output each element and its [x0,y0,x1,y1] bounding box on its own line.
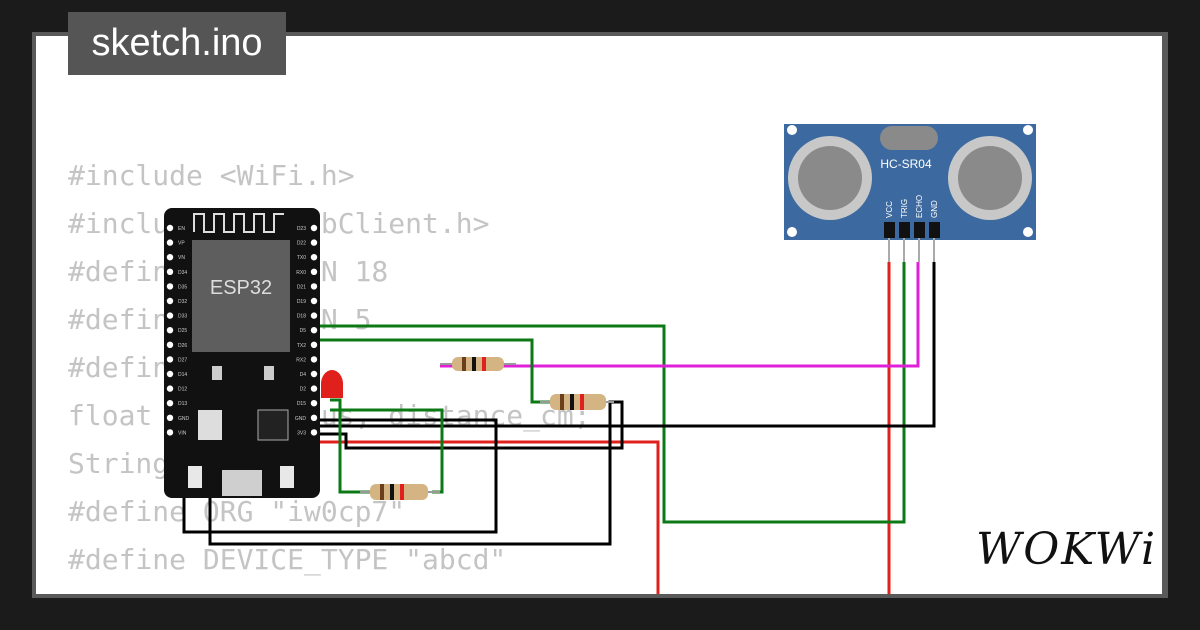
esp32-pin[interactable] [310,268,318,275]
esp32-pin[interactable] [166,312,174,319]
wire-led-green [330,398,370,494]
wokwi-logo: WOKWi [976,524,1158,575]
esp32-pin[interactable] [166,400,174,407]
sensor-pin[interactable] [899,222,910,238]
esp32-pin-label: D5 [300,328,307,334]
sensor-pin-label: GND [930,200,939,218]
esp32-pin-label: RX2 [296,357,306,363]
esp32-pin-label: D25 [178,328,187,334]
wire-black-loop-2 [208,400,624,546]
esp32-board[interactable]: ESP32 ENVPVND34D35D32D33D25D26D27D14D12D… [164,208,320,498]
esp32-pin[interactable] [310,239,318,246]
code-line: #define ORG "iw0cp7" [68,495,406,528]
esp32-pin-label: D18 [297,314,306,320]
circuit-diagram: ESP32 ENVPVND34D35D32D33D25D26D27D14D12D… [164,124,1036,594]
esp32-pin-label: D2 [300,387,307,393]
esp32-pin-label: GND [295,416,307,422]
esp32-pin[interactable] [310,312,318,319]
wire-led-green-2 [330,408,444,494]
esp32-pin[interactable] [310,370,318,378]
esp32-pin-label: D34 [178,270,187,276]
wire-3v3-red [318,440,660,594]
esp32-pin[interactable] [310,283,318,290]
sensor-pin[interactable] [929,222,940,238]
esp32-pin[interactable] [166,356,174,363]
wire-trig-green [318,262,906,524]
esp32-pin[interactable] [166,370,174,378]
wire-echo-magenta [440,262,920,368]
esp32-pin-label: EN [178,226,185,232]
esp32-pin-label: VP [178,241,185,247]
esp32-pin[interactable] [166,341,174,348]
esp32-pin[interactable] [166,297,174,305]
esp32-pin[interactable] [166,385,174,392]
resistor-1[interactable] [440,357,516,371]
resistor-3[interactable] [360,484,440,500]
led-red[interactable] [321,370,343,398]
esp32-pin[interactable] [166,429,174,436]
esp32-pin-label: D4 [300,372,307,378]
esp32-pin-label: D35 [178,284,187,290]
resistor-2[interactable] [540,394,614,410]
esp32-pin-label: VIN [178,430,187,436]
esp32-pin-label: D23 [297,226,306,232]
esp32-pin-label: D15 [297,401,306,407]
code-listing: #include <WiFi.h>#include <PubSubClient.… [68,152,591,594]
esp32-pin-label: D21 [297,284,306,290]
esp32-pin[interactable] [166,283,174,290]
wire-gnd-black [318,262,936,428]
esp32-pin[interactable] [166,327,174,334]
esp32-pin[interactable] [310,356,318,363]
wire-d18-green [318,338,550,404]
code-line: #include <WiFi.h> [68,159,355,192]
esp32-pin[interactable] [310,400,318,407]
esp32-pin[interactable] [166,254,174,261]
hc-sr04-sensor[interactable]: HC-SR04 VCC TRIG ECHO GND [784,124,1036,262]
esp32-label: ESP32 [210,277,272,299]
esp32-pin-label: D19 [297,299,306,305]
sensor-pin-label: TRIG [900,199,909,218]
esp32-pin[interactable] [310,224,318,232]
esp32-pin-label: D27 [178,357,187,363]
esp32-pin-label: TX2 [297,343,306,349]
esp32-pin-label: TX0 [297,255,306,261]
code-line: #define DEVICE_TYPE "abcd" [68,543,507,576]
esp32-pin-label: D13 [178,401,187,407]
esp32-pin[interactable] [310,297,318,305]
sensor-pin[interactable] [884,222,895,238]
esp32-pin[interactable] [310,327,318,334]
esp32-pin[interactable] [310,341,318,348]
esp32-pin-label: D32 [178,299,187,305]
esp32-pin[interactable] [166,268,174,275]
sensor-pin-label: ECHO [915,195,924,218]
esp32-pin[interactable] [310,254,318,261]
code-line: #define DEVICE_ID "1234" [68,584,591,594]
esp32-pin-label: RX0 [296,270,306,276]
esp32-pin[interactable] [310,385,318,392]
esp32-pin[interactable] [166,414,174,421]
sensor-label: HC-SR04 [880,157,932,171]
file-tab[interactable]: sketch.ino [68,12,286,75]
esp32-pin[interactable] [310,414,318,421]
esp32-pin[interactable] [166,224,174,232]
esp32-pin-label: D12 [178,387,187,393]
sensor-pins: VCC TRIG ECHO GND [884,195,940,262]
esp32-pin-label: GND [178,416,190,422]
esp32-pin-label: 3V3 [297,430,306,436]
diagram-canvas: #include <WiFi.h>#include <PubSubClient.… [36,36,1162,594]
esp32-pin-label: D26 [178,343,187,349]
esp32-pin-label: D22 [297,241,306,247]
esp32-pin-label: VN [178,255,185,261]
esp32-pin[interactable] [310,429,318,436]
wire-black-loop-1 [182,418,498,534]
sensor-pin[interactable] [914,222,925,238]
esp32-pin-label: D14 [178,372,187,378]
esp32-pin[interactable] [166,239,174,246]
wires [168,262,936,594]
sensor-pin-label: VCC [885,201,894,218]
esp32-pin-label: D33 [178,314,187,320]
preview-frame: #include <WiFi.h>#include <PubSubClient.… [32,32,1168,598]
